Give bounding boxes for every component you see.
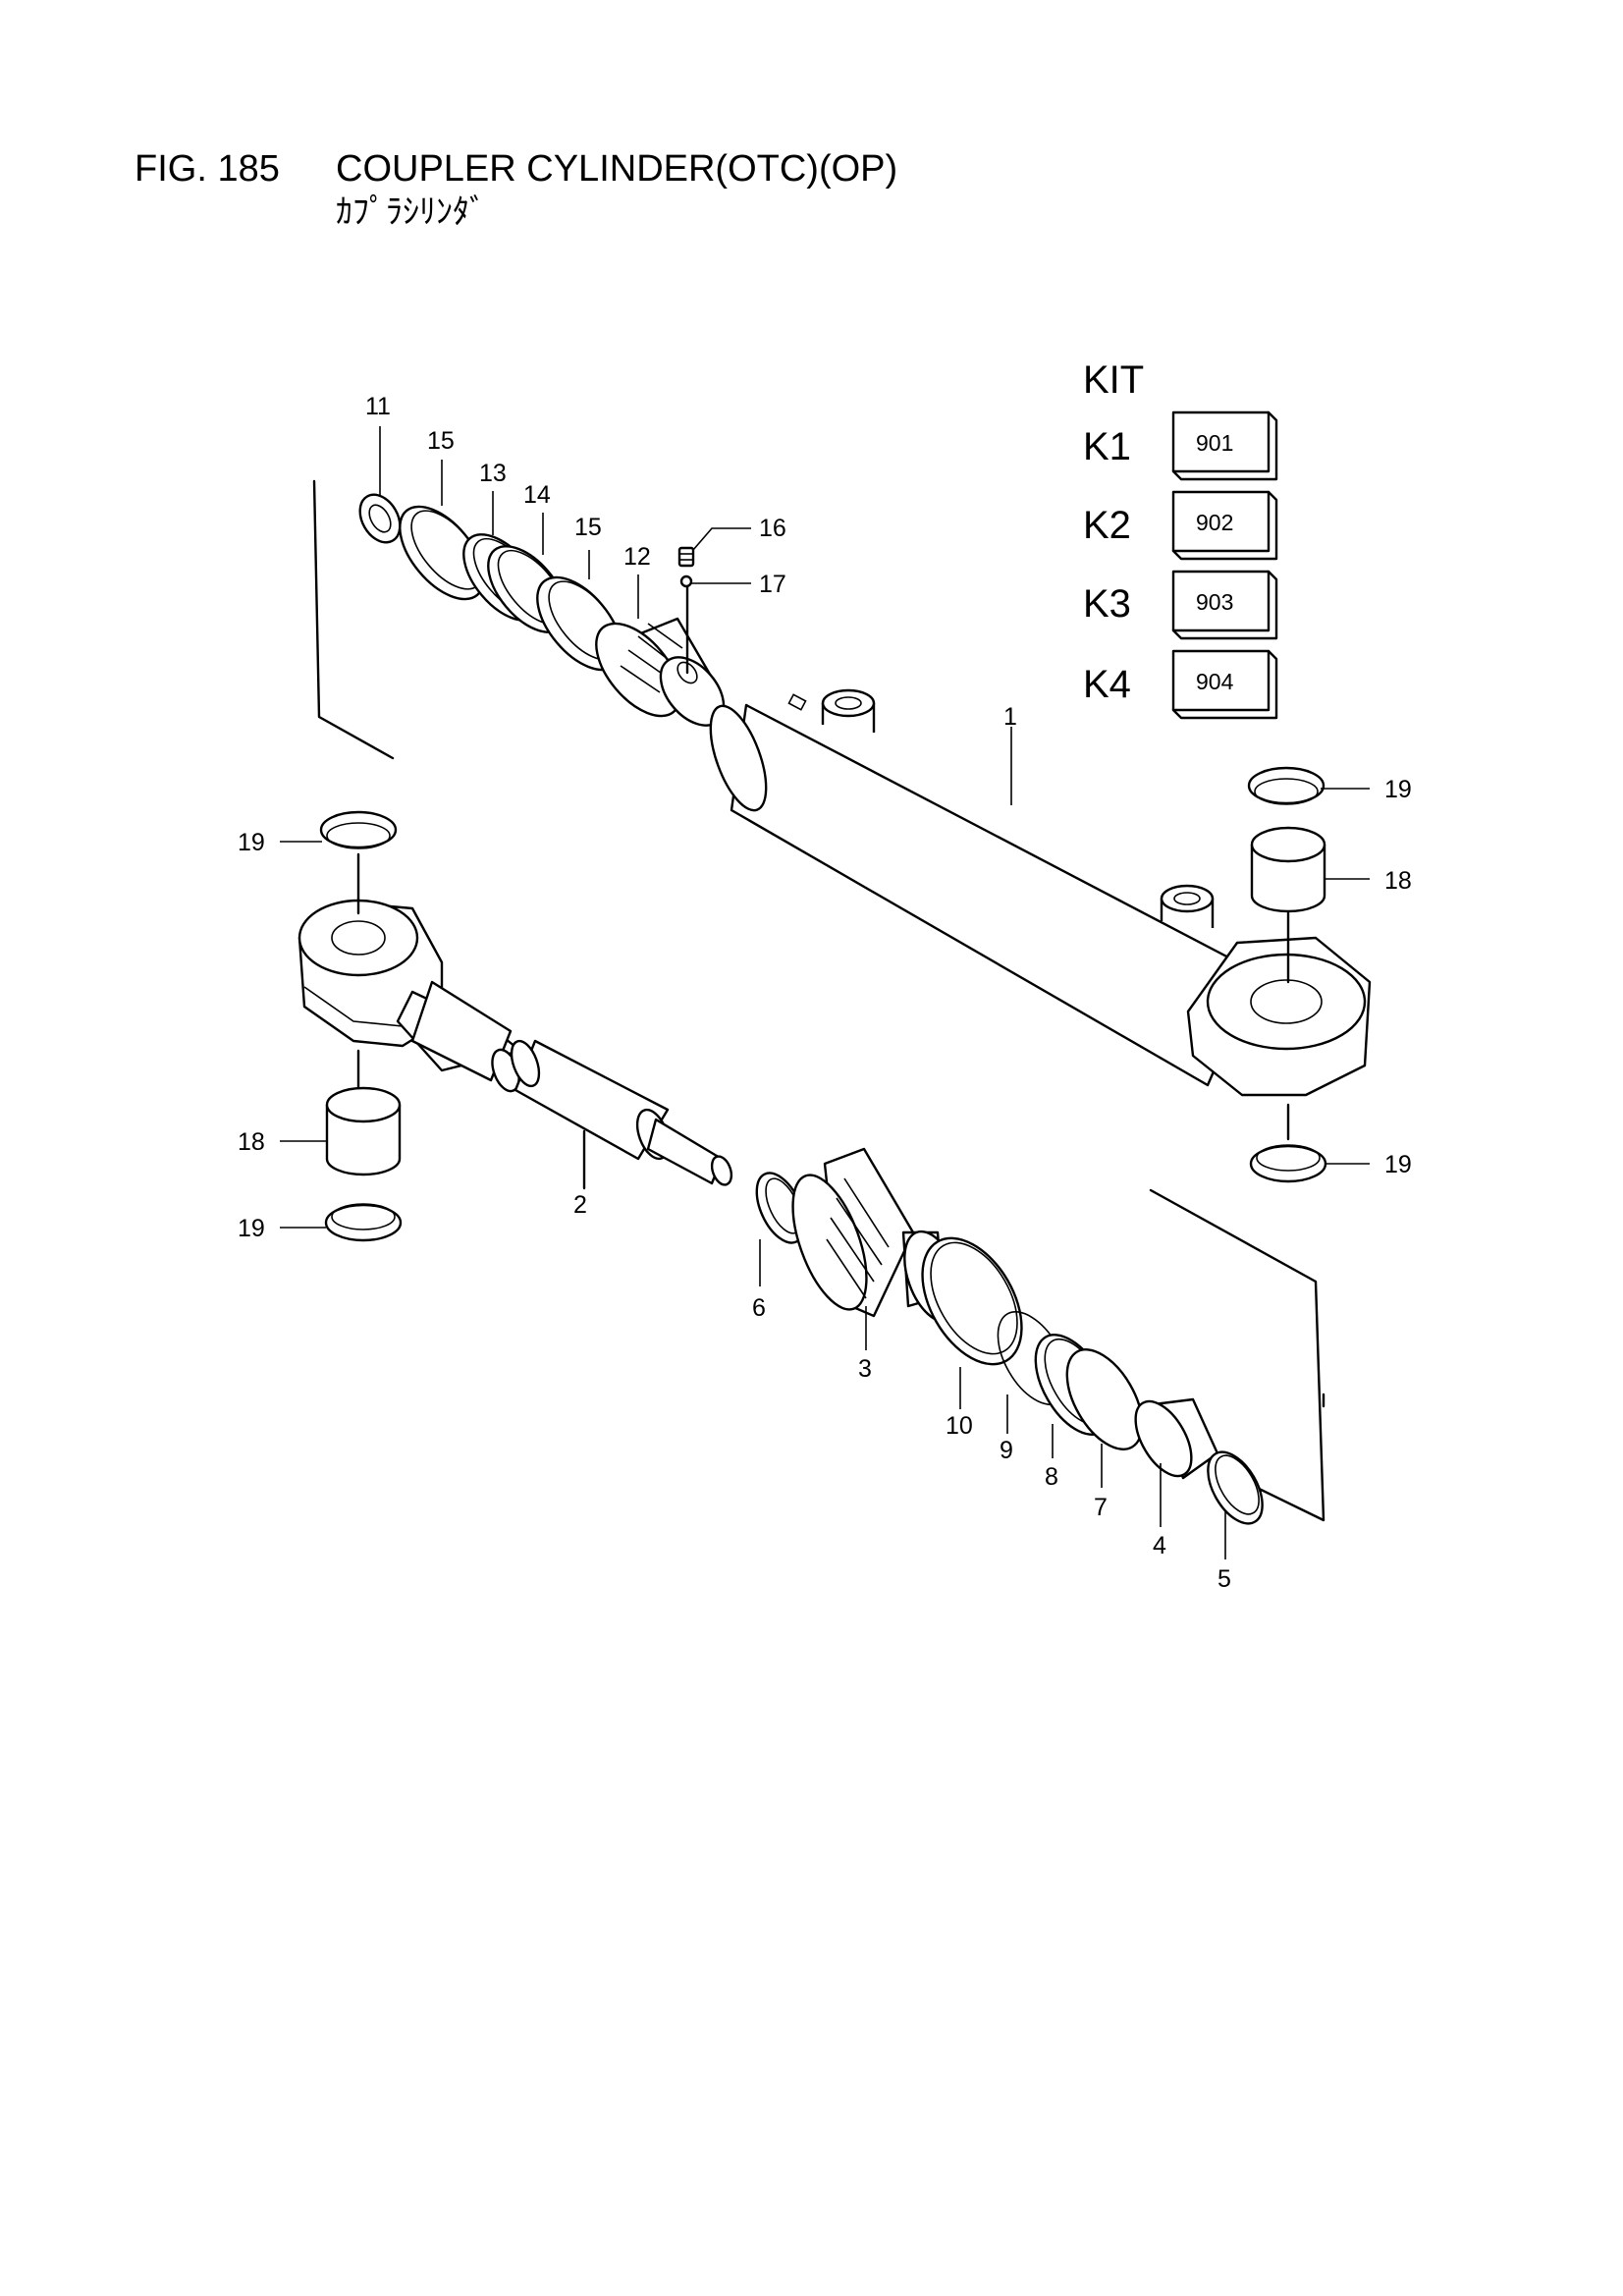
part-17-ball — [679, 574, 693, 588]
part-label-2: 2 — [573, 1191, 587, 1219]
part-label-19-right-top: 19 — [1384, 776, 1412, 803]
tube-port-top — [821, 688, 876, 733]
part-16-set-screw — [677, 546, 695, 568]
kit-box-k3 — [1171, 570, 1278, 640]
kit-bracket-upper — [312, 479, 395, 760]
kit-box-k1 — [1171, 410, 1278, 481]
part-label-9: 9 — [1000, 1437, 1013, 1464]
part-label-19-right-bottom: 19 — [1384, 1151, 1412, 1178]
part-2-piston-rod — [298, 899, 733, 1190]
part-label-16: 16 — [759, 515, 786, 542]
part-label-19-left-bottom: 19 — [238, 1215, 265, 1242]
part-18-bushing-right — [1250, 826, 1326, 913]
part-label-5: 5 — [1217, 1565, 1231, 1593]
figure-title-line: FIG. 185 COUPLER CYLINDER(OTC)(OP) — [135, 147, 897, 191]
part-label-12: 12 — [623, 543, 651, 571]
part-12-piston — [595, 579, 726, 727]
kit-code-904: 904 — [1196, 669, 1234, 694]
tube-port-bottom — [1160, 884, 1215, 928]
figure-number: FIG. 185 — [135, 148, 280, 190]
leader-lines — [280, 426, 1370, 1559]
part-10-retaining-ring — [921, 1236, 1023, 1366]
part-11-washer — [358, 493, 402, 544]
kit-box-k4 — [1171, 649, 1278, 720]
figure-title: COUPLER CYLINDER(OTC)(OP) — [336, 148, 898, 190]
part-label-18-left: 18 — [238, 1128, 265, 1156]
part-label-15-outer: 15 — [427, 427, 455, 455]
part-19-seal-right-bottom — [1249, 1144, 1327, 1183]
part-label-6: 6 — [752, 1294, 766, 1322]
part-label-19-left-top: 19 — [238, 829, 265, 856]
kit-box-k2 — [1171, 490, 1278, 561]
part-label-14: 14 — [523, 481, 551, 509]
kit-name-k4: K4 — [1083, 663, 1131, 706]
part-1-cylinder-tube — [709, 688, 1372, 1097]
part-label-8: 8 — [1045, 1463, 1058, 1491]
part-19-seal-left-top — [319, 810, 398, 849]
kit-code-902: 902 — [1196, 510, 1233, 535]
part-label-15-inner: 15 — [574, 514, 602, 541]
part-label-18-right: 18 — [1384, 867, 1412, 895]
kit-name-k3: K3 — [1083, 582, 1131, 626]
part-label-4: 4 — [1153, 1532, 1166, 1559]
kit-heading: KIT — [1083, 358, 1144, 402]
part-label-13: 13 — [479, 460, 507, 487]
kit-table: KIT K1 901 K2 902 K3 903 K4 904 — [1083, 358, 1278, 720]
kit-name-k2: K2 — [1083, 504, 1131, 547]
part-5-wiper-ring — [1207, 1450, 1264, 1525]
part-label-1: 1 — [1003, 703, 1017, 731]
part-7-seal — [1065, 1348, 1144, 1450]
part-label-3: 3 — [858, 1355, 872, 1383]
part-4-bushing — [1134, 1397, 1219, 1480]
kit-code-903: 903 — [1196, 589, 1233, 615]
part-19-seal-left-bottom — [324, 1203, 403, 1242]
part-label-11: 11 — [365, 393, 391, 420]
part-label-7: 7 — [1094, 1494, 1108, 1521]
figure-subtitle: ｶﾌﾟﾗｼﾘﾝﾀﾞ — [336, 193, 486, 231]
kit-code-901: 901 — [1196, 430, 1233, 456]
part-label-10: 10 — [946, 1412, 973, 1440]
kit-bracket-lower — [1149, 1188, 1325, 1522]
part-label-17: 17 — [759, 571, 786, 598]
part-18-bushing-left — [325, 1086, 402, 1176]
part-19-seal-right-top — [1247, 766, 1325, 805]
kit-name-k1: K1 — [1083, 425, 1131, 468]
tube-clevis-eye — [1186, 936, 1372, 1097]
part-6-seal — [755, 1172, 806, 1244]
